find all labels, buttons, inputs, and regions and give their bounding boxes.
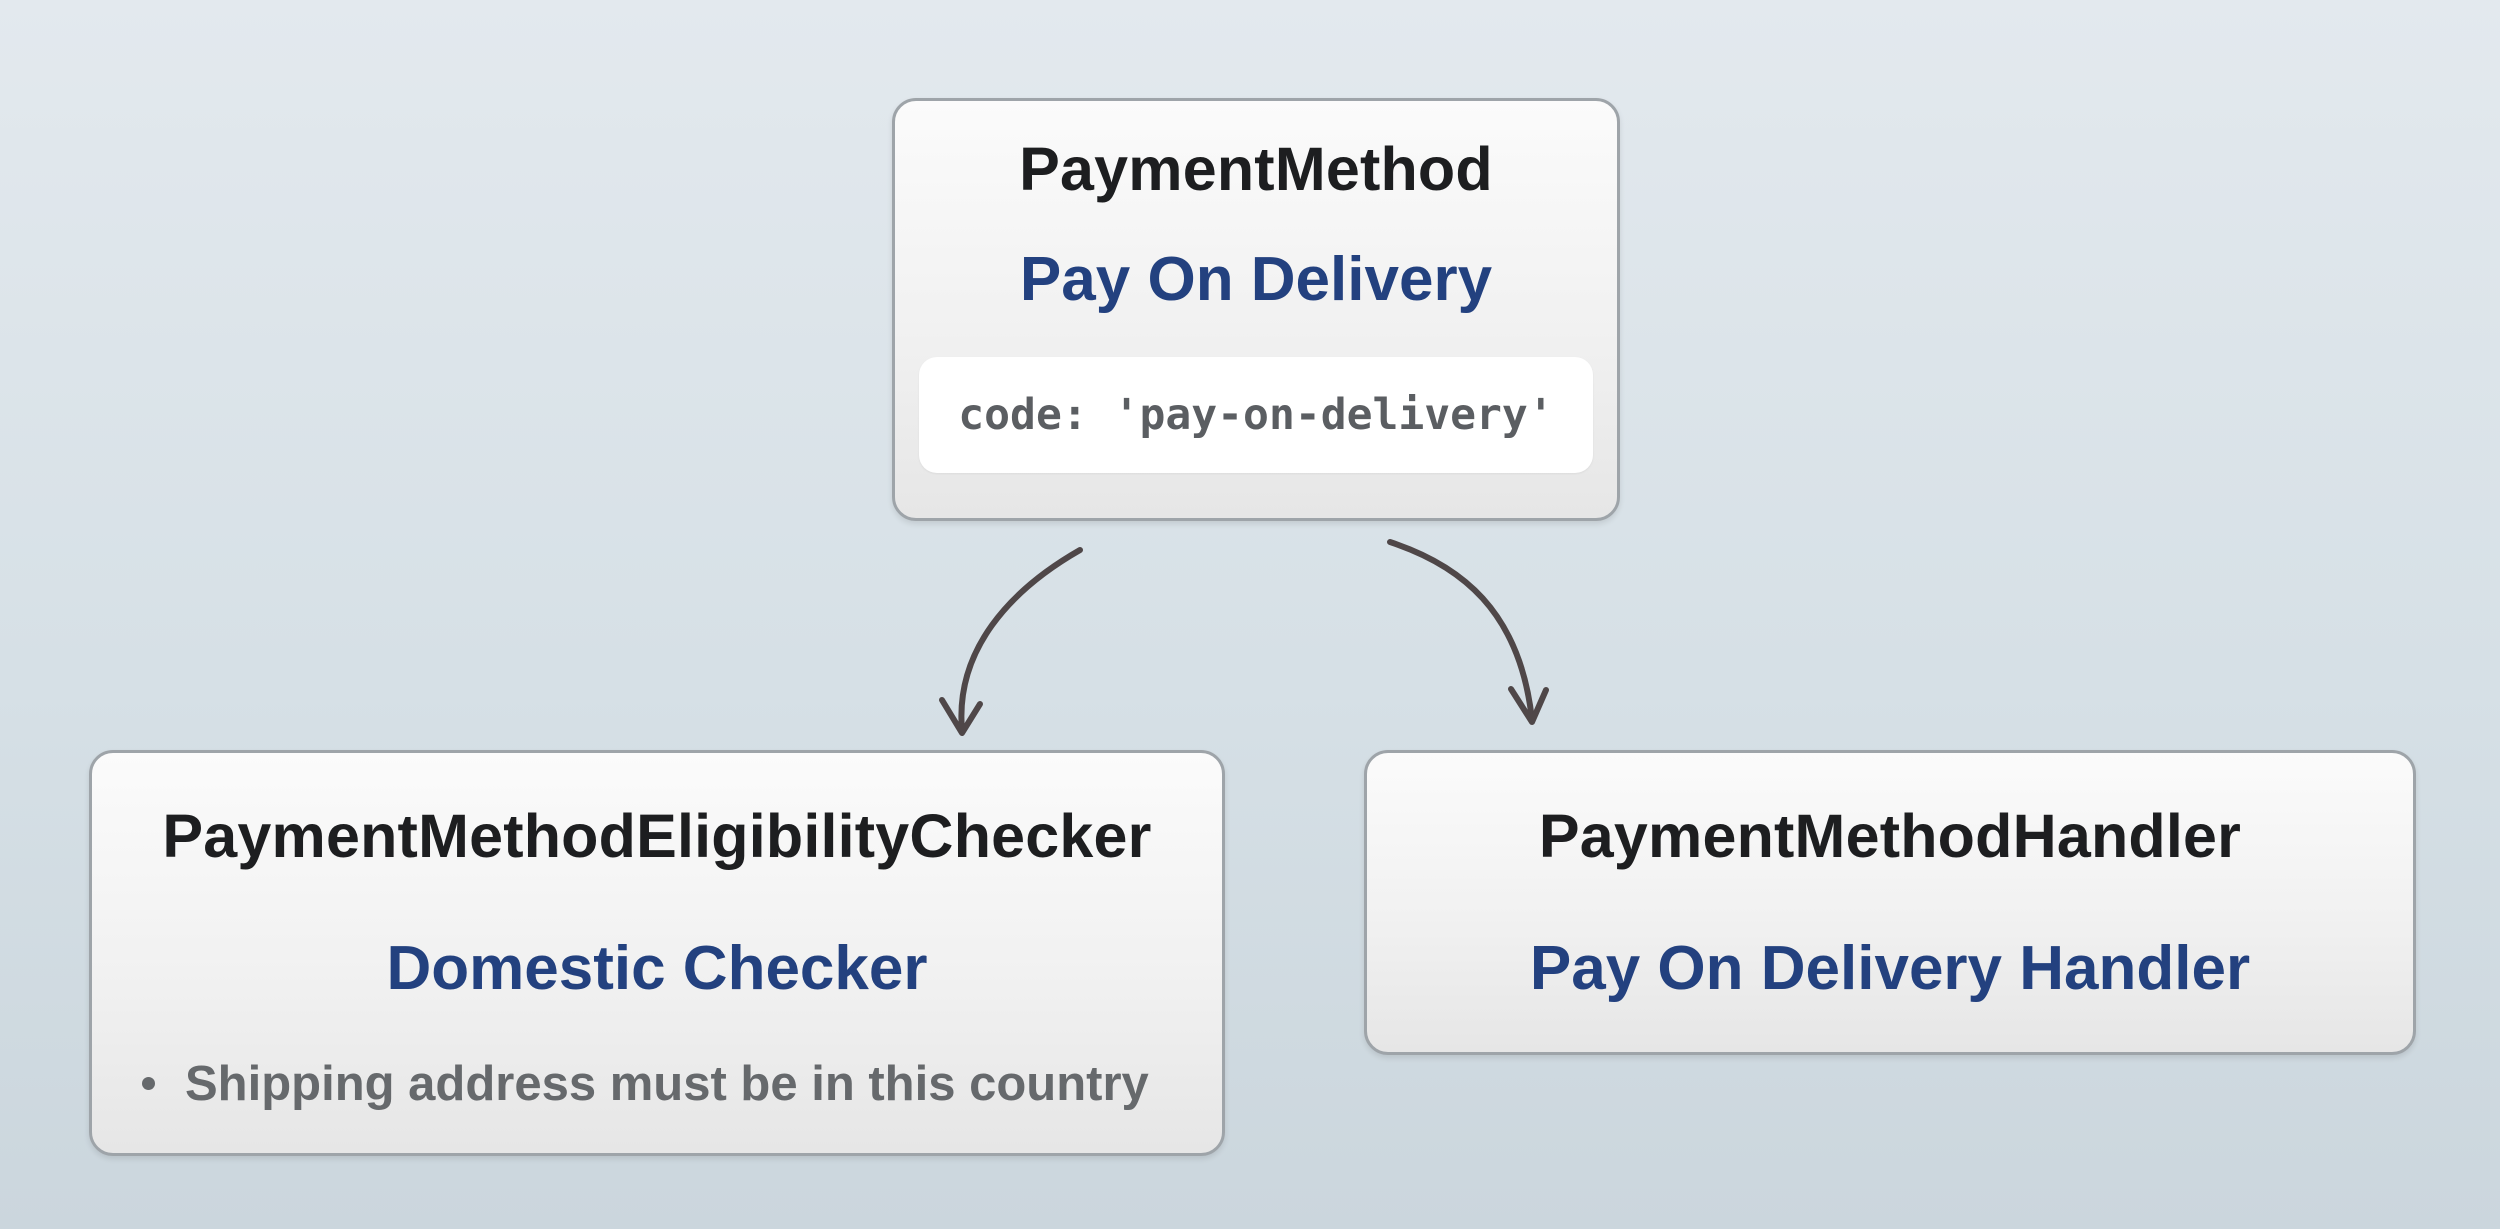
- payment-method-code: code: 'pay-on-delivery': [919, 357, 1593, 473]
- eligibility-checker-card: PaymentMethodEligibilityChecker Domestic…: [89, 750, 1225, 1156]
- arrow-to-handler: [1387, 539, 1535, 723]
- payment-method-card: PaymentMethod Pay On Delivery code: 'pay…: [892, 98, 1620, 521]
- eligibility-rules-list: Shipping address must be in this country: [142, 1054, 1202, 1114]
- list-item: Shipping address must be in this country: [142, 1054, 1202, 1114]
- arrowhead-left-icon: [939, 697, 983, 736]
- handler-title: PaymentMethodHandler: [1538, 802, 2242, 870]
- bullet-icon: [142, 1076, 155, 1090]
- eligibility-rule-text: Shipping address must be in this country: [185, 1057, 1149, 1111]
- handler-card: PaymentMethodHandler Pay On Delivery Han…: [1364, 750, 2416, 1055]
- payment-method-title: PaymentMethod: [1019, 135, 1493, 203]
- handler-name: Pay On Delivery Handler: [1529, 934, 2251, 1003]
- eligibility-checker-name: Domestic Checker: [386, 934, 928, 1003]
- arrowhead-right-icon: [1508, 686, 1549, 725]
- eligibility-checker-title: PaymentMethodEligibilityChecker: [162, 802, 1152, 870]
- arrow-to-eligibility-checker: [958, 547, 1083, 733]
- payment-method-name: Pay On Delivery: [1019, 245, 1493, 314]
